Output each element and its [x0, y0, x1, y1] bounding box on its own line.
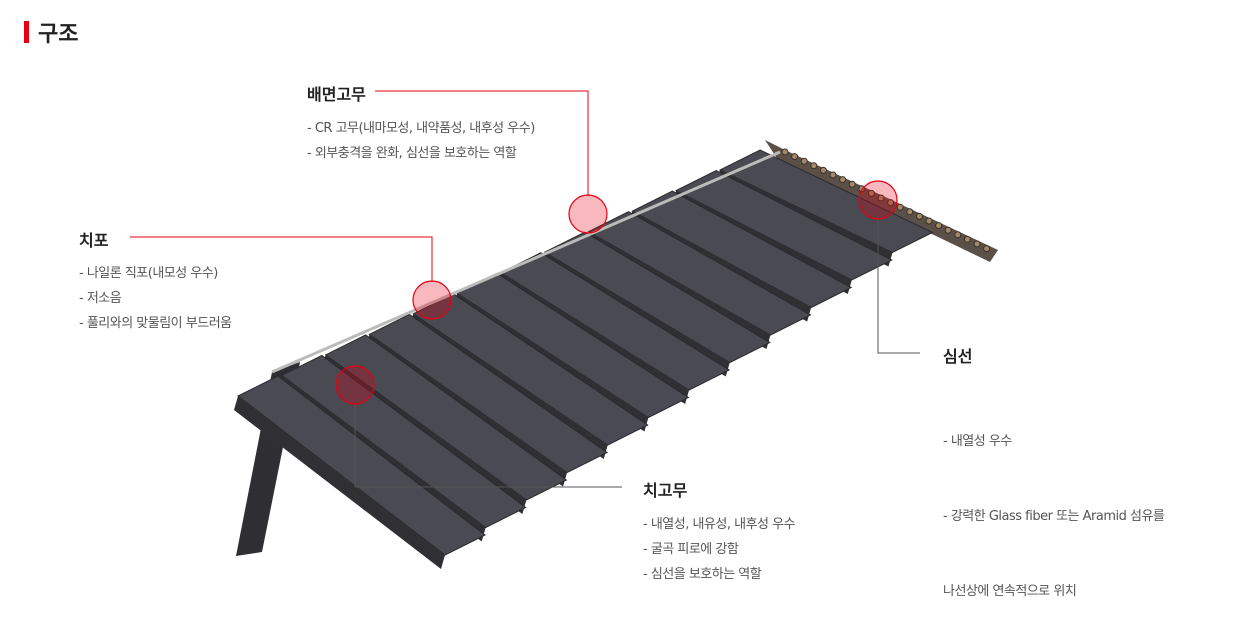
- belt-tooth-groove: [234, 396, 445, 569]
- cord-strand: [944, 226, 952, 234]
- highlight-tooth-fabric: [412, 280, 452, 320]
- cord-strand: [781, 148, 789, 156]
- section-title-text: 구조: [38, 22, 79, 47]
- leader-tooth-fabric: [130, 236, 433, 282]
- desc-line: - 굴곡 피로에 강함: [643, 542, 739, 557]
- timing-belt-diagram: [130, 90, 998, 569]
- title-accent-bar: [24, 21, 29, 43]
- leader-back-rubber: [375, 90, 589, 196]
- highlight-back-rubber: [568, 194, 608, 234]
- desc-line: - 강력한 Glass fiber 또는 Aramid 섬유를: [943, 509, 1165, 524]
- label-tooth-rubber: 치고무: [643, 481, 688, 500]
- cord-strand: [829, 171, 837, 179]
- cord-strand: [867, 189, 875, 197]
- highlight-cord: [858, 180, 898, 220]
- cord-strand: [839, 176, 847, 184]
- desc-cord: - 내열성 우수 - 강력한 Glass fiber 또는 Aramid 섬유를…: [943, 379, 1165, 629]
- leader-tooth-rubber: [354, 403, 622, 488]
- desc-tooth-fabric: - 나일론 직포(내모성 우수) - 저소음 - 풀리와의 맞물림이 부드러움: [79, 261, 232, 336]
- desc-back-rubber: - CR 고무(내마모성, 내약품성, 내후성 우수) - 외부충격을 완화, …: [307, 116, 535, 166]
- cord-strand: [954, 231, 962, 239]
- cord-strand: [915, 212, 923, 220]
- desc-line: - 내열성 우수: [943, 434, 1012, 449]
- cord-strand: [963, 235, 971, 243]
- desc-line: 나선상에 연속적으로 위치: [943, 584, 1077, 599]
- cord-strand: [896, 203, 904, 211]
- cord-strand: [935, 222, 943, 230]
- cord-strand: [810, 162, 818, 170]
- cord-strand: [973, 240, 981, 248]
- desc-line: - 심선을 보호하는 역할: [643, 567, 762, 582]
- desc-line: - 외부충격을 완화, 심선을 보호하는 역할: [307, 146, 517, 161]
- cord-strand: [983, 245, 991, 253]
- cord-strand: [877, 194, 885, 202]
- cord-strand: [791, 153, 799, 161]
- section-title: 구조: [24, 16, 78, 48]
- leader-lines: [130, 90, 920, 488]
- cord-strand: [800, 157, 808, 165]
- desc-line: - 나일론 직포(내모성 우수): [79, 266, 218, 281]
- back-rubber-edge: [271, 150, 781, 374]
- cord-strand: [819, 166, 827, 174]
- desc-line: - 내열성, 내유성, 내후성 우수: [643, 517, 796, 532]
- desc-line: - 풀리와의 맞물림이 부드러움: [79, 316, 232, 331]
- leader-cord: [877, 218, 920, 354]
- label-tooth-fabric: 치포: [79, 231, 109, 250]
- cord-strand: [848, 180, 856, 188]
- cord-strand: [906, 208, 914, 216]
- timing-belt-illustration: [234, 140, 998, 569]
- desc-line: - CR 고무(내마모성, 내약품성, 내후성 우수): [307, 121, 535, 136]
- highlight-tooth-rubber: [335, 365, 375, 405]
- cord-strand: [925, 217, 933, 225]
- cord-strand: [887, 199, 895, 207]
- label-cord: 심선: [943, 347, 973, 366]
- highlight-circles: [335, 180, 898, 405]
- desc-tooth-rubber: - 내열성, 내유성, 내후성 우수 - 굴곡 피로에 강함 - 심선을 보호하…: [643, 512, 796, 587]
- desc-line: - 저소음: [79, 291, 122, 306]
- label-back-rubber: 배면고무: [307, 85, 366, 104]
